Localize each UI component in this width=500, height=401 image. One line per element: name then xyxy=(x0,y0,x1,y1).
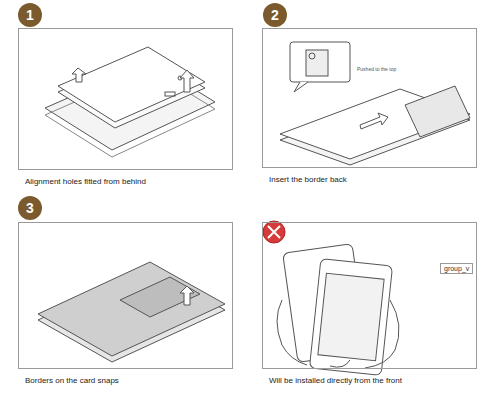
callout-number: 1 xyxy=(18,3,42,27)
instruction-panel: Insert the border back xyxy=(262,28,477,168)
instruction-panel: Borders on the card snaps xyxy=(18,222,233,369)
bubble-note: Pushed to the top xyxy=(357,66,396,72)
step-caption: Alignment holes fitted from behind xyxy=(25,177,146,186)
callout-number: 3 xyxy=(18,196,42,220)
image-tag: group_v xyxy=(440,263,473,274)
instruction-panel: Will be installed directly from the fron… xyxy=(262,222,477,369)
step-caption: Will be installed directly from the fron… xyxy=(269,376,402,385)
step-caption: Borders on the card snaps xyxy=(25,376,119,385)
callout-number: 2 xyxy=(263,3,287,27)
step-caption: Insert the border back xyxy=(269,175,347,184)
instruction-panel: Alignment holes fitted from behind xyxy=(18,28,233,170)
